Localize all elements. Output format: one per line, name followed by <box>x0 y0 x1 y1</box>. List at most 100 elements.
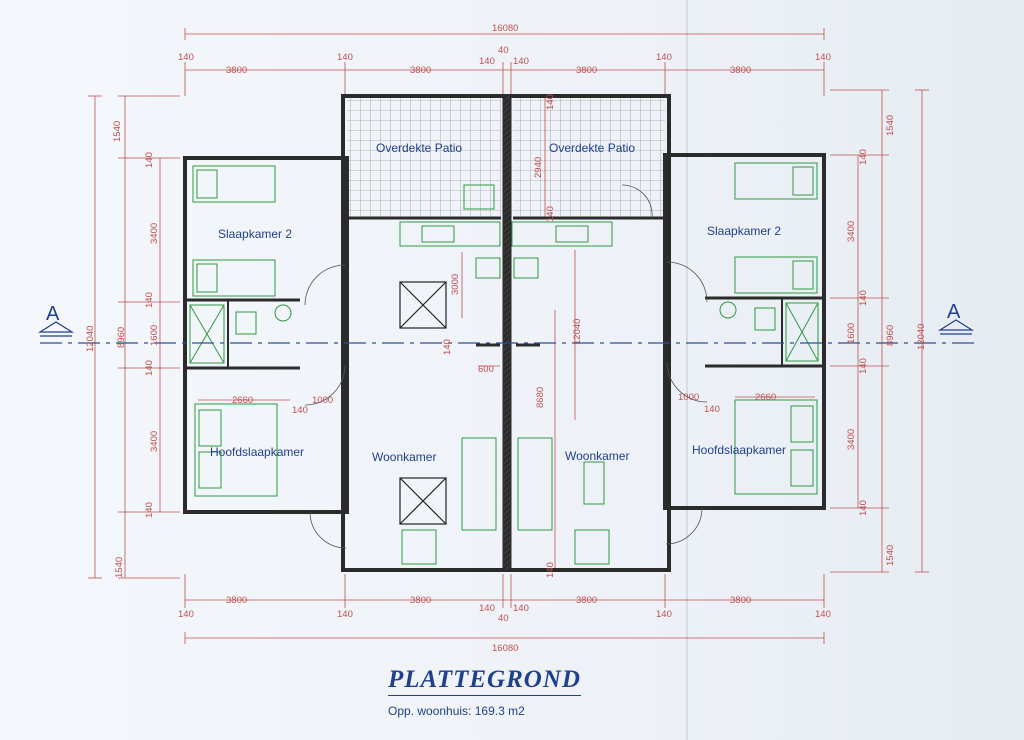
kitchen-counter <box>399 221 501 247</box>
svg-text:1540: 1540 <box>885 545 896 566</box>
coffee-table-icon <box>583 461 605 505</box>
svg-text:2660: 2660 <box>755 392 776 403</box>
room-label-patio-right: Overdekte Patio <box>549 141 635 155</box>
svg-text:12040: 12040 <box>916 324 927 350</box>
svg-text:2940: 2940 <box>533 157 544 178</box>
svg-text:140: 140 <box>513 603 529 614</box>
section-marker-right: A <box>937 301 975 335</box>
svg-text:8960: 8960 <box>885 325 896 346</box>
kitchen-counter <box>511 221 613 247</box>
svg-text:A: A <box>947 301 961 323</box>
svg-text:3800: 3800 <box>226 65 247 76</box>
svg-text:3800: 3800 <box>410 65 431 76</box>
svg-text:140: 140 <box>656 52 672 63</box>
stove-icon <box>475 257 501 279</box>
svg-text:140: 140 <box>144 292 155 308</box>
sink-icon <box>421 225 455 243</box>
svg-text:140: 140 <box>337 609 353 620</box>
svg-text:40: 40 <box>498 45 509 56</box>
bed-icon <box>192 165 276 203</box>
svg-text:3800: 3800 <box>730 65 751 76</box>
svg-text:140: 140 <box>337 52 353 63</box>
svg-text:3800: 3800 <box>576 65 597 76</box>
door-swings <box>304 184 708 549</box>
room-label-living-left: Woonkamer <box>372 450 436 464</box>
svg-text:2660: 2660 <box>232 395 253 406</box>
sink-icon <box>719 301 737 319</box>
armchair-icon <box>401 529 437 565</box>
barbecue-icon <box>463 184 495 210</box>
svg-text:140: 140 <box>656 609 672 620</box>
armchair-icon <box>574 529 610 565</box>
room-label-master-right: Hoofdslaapkamer <box>692 443 786 457</box>
sink-icon <box>274 304 292 322</box>
skylights <box>399 281 447 525</box>
sofa-icon <box>517 437 553 531</box>
room-label-living-right: Woonkamer <box>565 449 629 463</box>
svg-text:140: 140 <box>479 603 495 614</box>
svg-text:3400: 3400 <box>846 221 857 242</box>
room-label-master-left: Hoofdslaapkamer <box>210 445 304 459</box>
svg-text:12040: 12040 <box>572 319 583 345</box>
bed-icon <box>194 403 278 497</box>
room-label-bedroom2-right: Slaapkamer 2 <box>707 224 781 238</box>
svg-text:16080: 16080 <box>492 23 518 34</box>
svg-text:140: 140 <box>858 149 869 165</box>
svg-text:1000: 1000 <box>312 395 333 406</box>
dimension-labels: 16080 16080 140 3800 140 3800 140 40 140… <box>85 23 927 654</box>
svg-text:3800: 3800 <box>410 595 431 606</box>
svg-text:1540: 1540 <box>114 557 125 578</box>
svg-text:140: 140 <box>815 52 831 63</box>
svg-text:140: 140 <box>545 206 556 222</box>
bed-icon <box>734 162 818 200</box>
svg-text:1000: 1000 <box>678 392 699 403</box>
svg-text:16080: 16080 <box>492 643 518 654</box>
svg-text:140: 140 <box>858 500 869 516</box>
svg-text:140: 140 <box>144 360 155 376</box>
shower-icon <box>785 302 819 362</box>
svg-text:140: 140 <box>858 358 869 374</box>
svg-text:140: 140 <box>704 404 720 415</box>
svg-text:140: 140 <box>513 56 529 67</box>
bed-icon <box>734 399 818 495</box>
svg-text:140: 140 <box>292 405 308 416</box>
room-label-bedroom2-left: Slaapkamer 2 <box>218 227 292 241</box>
svg-text:140: 140 <box>858 290 869 306</box>
svg-text:3800: 3800 <box>226 595 247 606</box>
svg-text:140: 140 <box>545 94 556 110</box>
patio-floor-right <box>513 98 665 218</box>
svg-text:140: 140 <box>178 609 194 620</box>
svg-text:1600: 1600 <box>149 325 160 346</box>
svg-text:140: 140 <box>815 609 831 620</box>
furniture <box>189 162 819 565</box>
svg-text:40: 40 <box>498 613 509 624</box>
svg-text:3400: 3400 <box>149 431 160 452</box>
svg-text:3800: 3800 <box>576 595 597 606</box>
svg-text:140: 140 <box>545 562 556 578</box>
svg-text:3400: 3400 <box>149 223 160 244</box>
svg-text:3000: 3000 <box>450 274 461 295</box>
section-marker-left: A <box>37 303 75 337</box>
dimension-lines <box>88 28 929 644</box>
stove-icon <box>513 257 539 279</box>
room-label-patio-left: Overdekte Patio <box>376 141 462 155</box>
shower-icon <box>189 304 225 364</box>
paper-crease <box>686 0 688 740</box>
svg-text:8960: 8960 <box>116 327 127 348</box>
sink-icon <box>555 225 589 243</box>
svg-text:140: 140 <box>442 339 453 355</box>
svg-text:1600: 1600 <box>846 323 857 344</box>
svg-text:8680: 8680 <box>535 387 546 408</box>
drawing-subtitle: Opp. woonhuis: 169.3 m2 <box>388 704 525 718</box>
toilet-icon <box>235 311 257 335</box>
svg-text:3400: 3400 <box>846 429 857 450</box>
svg-text:A: A <box>46 303 60 325</box>
svg-text:1540: 1540 <box>112 121 123 142</box>
bed-icon <box>734 256 818 294</box>
bed-icon <box>192 259 276 297</box>
walls <box>183 94 826 572</box>
svg-text:12040: 12040 <box>85 326 96 352</box>
toilet-icon <box>754 307 776 331</box>
